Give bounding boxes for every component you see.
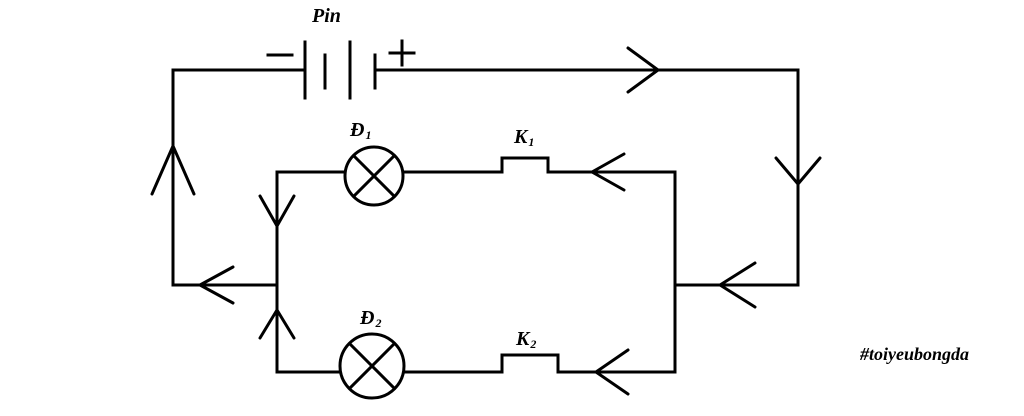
lamp-d1-cross-2 [351,153,397,199]
wire-positive-to-junction [373,68,800,287]
main-wires [171,68,800,287]
arrow-up-left-rail [258,308,296,340]
parallel-branches [275,156,677,374]
arrow-down-right-wire [774,156,822,186]
switch-k2-label-main: K [515,328,531,350]
battery: Pin [266,5,416,100]
wire-negative-to-junction [171,68,307,287]
switch-k2-label-sub: 2 [529,337,536,351]
lamp-d2-label-main: Đ [359,307,374,329]
lamp-d1: Đ1 [343,119,405,207]
lamp-d2-cross-2 [347,341,397,391]
lamp-d1-label-sub: 1 [365,128,371,142]
arrow-left-bottom-right [718,261,757,309]
switch-k1-label: K1 [513,126,534,149]
arrow-down-left-rail [258,194,296,228]
switch-k1 [500,156,550,174]
lamp-d2-label-sub: 2 [374,316,381,330]
arrow-left-branch2 [594,348,630,396]
arrow-left-branch1 [590,152,626,192]
arrow-up-left-wire [150,144,196,196]
switch-k2 [500,353,560,374]
lamp-d1-label-main: Đ [349,119,364,141]
battery-label: Pin [311,5,341,27]
arrow-right-top-wire [626,46,660,94]
switch-k2-label: K2 [515,328,536,351]
lamp-d2-label: Đ2 [359,307,381,330]
switch-k1-label-main: K [513,126,529,148]
lamp-d2: Đ2 [338,307,406,400]
watermark-text: #toiyeubongda [859,344,969,364]
arrow-left-bottom-left [198,265,235,305]
switch-k1-label-sub: 1 [528,135,534,149]
lamp-d1-label: Đ1 [349,119,371,142]
current-arrows [150,46,822,396]
